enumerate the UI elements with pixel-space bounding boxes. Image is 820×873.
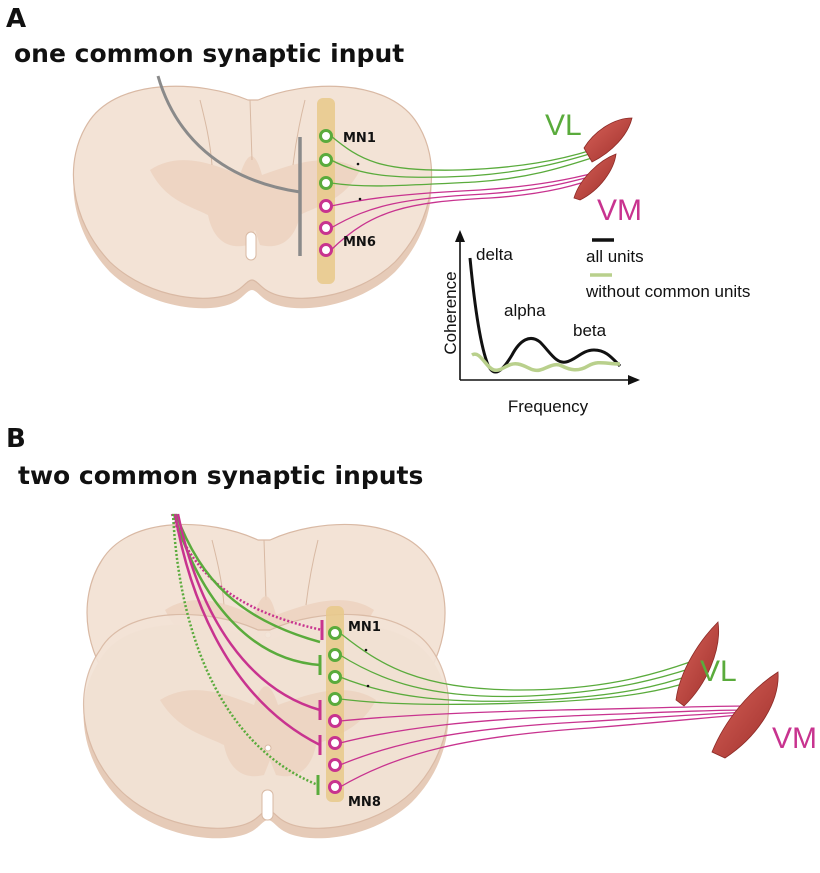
axons-a (330, 135, 603, 251)
spinal-cord-b-front (83, 606, 450, 839)
panel-b-title: two common synaptic inputs (18, 461, 423, 490)
vm-label-a: VM (597, 194, 642, 227)
band-label-beta: beta (573, 321, 607, 340)
vl-label-a: VL (545, 109, 582, 142)
coherence-ylabel: Coherence (441, 271, 460, 354)
vm-muscle-a (573, 153, 617, 201)
motoneuron-b-7 (328, 758, 342, 772)
motoneuron-5 (319, 221, 333, 235)
panel-a: A one common synaptic input (6, 4, 750, 416)
band-label-delta: delta (476, 245, 513, 264)
band-label-alpha: alpha (504, 301, 546, 320)
mn-first-label-a: MN1 (343, 131, 376, 146)
coherence-xlabel: Frequency (508, 397, 589, 416)
mn-last-label-a: MN6 (343, 235, 376, 250)
motoneurons-b: MN1 MN8 (328, 620, 381, 810)
motoneuron-b-1 (328, 626, 342, 640)
panel-b: B two common synaptic inputs (6, 424, 817, 839)
panel-b-letter: B (6, 424, 26, 454)
motoneuron-b-3 (328, 670, 342, 684)
without-common-units-curve (471, 352, 621, 373)
vl-label-b: VL (700, 655, 737, 688)
motoneuron-6 (319, 243, 333, 257)
vm-muscle-b (711, 671, 779, 759)
vl-muscle-b (675, 621, 720, 707)
motoneuron-b-6 (328, 736, 342, 750)
motoneuron-b-4 (328, 692, 342, 706)
mn-last-label-b: MN8 (348, 795, 381, 810)
panel-a-letter: A (6, 4, 26, 34)
common-input-a (156, 75, 302, 256)
motoneuron-1 (319, 129, 333, 143)
common-inputs-b (170, 513, 324, 795)
motor-column-a (317, 98, 335, 284)
panel-a-title: one common synaptic input (14, 39, 404, 68)
coherence-plot: Coherence Frequency delta alpha beta all… (441, 230, 750, 416)
motoneuron-b-2 (328, 648, 342, 662)
legend-label-all-units: all units (586, 247, 644, 266)
muscles-a: VL VM (545, 109, 642, 227)
motoneuron-4 (319, 199, 333, 213)
vl-muscle-a (583, 117, 633, 163)
legend-label-without-common: without common units (585, 282, 750, 301)
spinal-cord-a (72, 85, 433, 309)
motoneuron-3 (319, 176, 333, 190)
motoneuron-b-8 (328, 780, 342, 794)
axons-b (339, 632, 757, 788)
motoneuron-b-5 (328, 714, 342, 728)
vm-label-b: VM (772, 722, 817, 755)
all-units-curve (468, 257, 622, 374)
muscles-b: VL VM (675, 621, 817, 759)
motoneurons-a: MN1 MN6 (319, 129, 376, 257)
motoneuron-2 (319, 153, 333, 167)
mn-first-label-b: MN1 (348, 620, 381, 635)
